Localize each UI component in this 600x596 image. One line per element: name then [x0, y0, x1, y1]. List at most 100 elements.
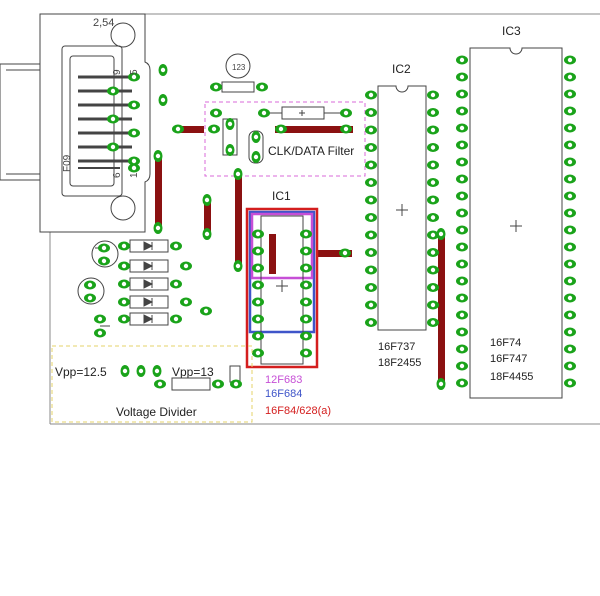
ic3-right-pin	[564, 344, 576, 354]
ic2-part-2: 18F2455	[378, 357, 421, 369]
ic3-right-pin	[564, 293, 576, 303]
ic3-chip	[469, 47, 563, 399]
ic2-left-pin	[365, 283, 377, 292]
ic2-left-pin	[365, 178, 377, 187]
ic3-left-pin	[456, 242, 468, 252]
ic3-right-pin	[564, 174, 576, 184]
filter-capacitor-2	[248, 130, 264, 164]
ic3-right-pin	[564, 361, 576, 371]
ic3-right-pin	[564, 89, 576, 99]
ic3-label: IC3	[502, 24, 521, 38]
ic3-left-pin	[456, 344, 468, 354]
ic2-left-pin	[365, 108, 377, 117]
ic1-outline-14pin	[248, 210, 316, 334]
divider-jumper-header	[120, 365, 242, 391]
ic3-left-pin	[456, 174, 468, 184]
regulator: 123	[210, 53, 268, 118]
electrolytic-cap-2	[77, 277, 105, 305]
jumper-traces	[155, 126, 445, 387]
ic2-right-pin	[427, 265, 439, 275]
ic3-left-pin	[456, 276, 468, 286]
ic1-variant-16f84: 16F84/628(a)	[265, 405, 331, 417]
ic3-left-pin	[456, 310, 468, 320]
vpp-12-5-label: Vpp=12.5	[55, 365, 107, 379]
ic3-left-pin	[456, 225, 468, 235]
ic2-left-pin	[365, 265, 377, 275]
voltage-divider-label: Voltage Divider	[116, 405, 197, 419]
voltage-divider-box	[51, 345, 253, 423]
ic3-right-pin	[564, 123, 576, 133]
ic2-right-pin	[427, 178, 439, 187]
diode-array	[129, 239, 169, 326]
ic2-right-pin	[427, 300, 439, 310]
ic3-right-pin	[564, 140, 576, 150]
ic2-left-pin	[365, 125, 377, 135]
ic1-label: IC1	[272, 189, 291, 203]
ic2-left-pin	[365, 90, 377, 100]
ic2-right-pin	[427, 283, 439, 292]
ic3-right-pin	[564, 259, 576, 269]
ic3-left-pin	[456, 208, 468, 218]
ic1-outline-8pin	[250, 212, 314, 280]
ic2-right-pin	[427, 125, 439, 135]
ic1-variant-16f684: 16F684	[265, 388, 302, 400]
ic2-left-pin	[365, 230, 377, 240]
ic3-left-pin	[456, 259, 468, 269]
ic3-left-pin	[456, 361, 468, 371]
ic3-right-pin	[564, 208, 576, 218]
ic3-right-pin	[564, 106, 576, 116]
ic2-left-pin	[365, 248, 377, 257]
ic2-right-pin	[427, 160, 439, 170]
ic3-right-pin	[564, 378, 576, 388]
ic3-right-pin	[564, 72, 576, 82]
vpp-13-label: Vpp=13	[172, 365, 214, 379]
ic3-right-pin	[564, 242, 576, 252]
ic3-right-pin	[564, 276, 576, 286]
ic2-chip	[377, 85, 427, 331]
ic3-left-pin	[456, 293, 468, 303]
ic2-right-pin	[427, 195, 439, 205]
ic3-left-pin	[456, 106, 468, 116]
db9-pins	[78, 72, 140, 173]
db9-connector	[0, 13, 151, 233]
ic2-right-pin	[427, 230, 439, 240]
ic2-left-pin	[365, 195, 377, 205]
ic3-right-pin	[564, 191, 576, 201]
ic3-left-pin	[456, 327, 468, 337]
ic3-right-pin	[564, 225, 576, 235]
ic1-body	[260, 215, 304, 365]
ic2-left-pin	[365, 318, 377, 327]
ic3-part-1: 16F74	[490, 337, 521, 349]
ic3-left-pin	[456, 123, 468, 133]
ic2-label: IC2	[392, 62, 411, 76]
pin5-label: 5	[129, 69, 140, 75]
filter-resistor	[258, 106, 352, 120]
ic3-left-pin	[456, 191, 468, 201]
ic2-left-pin	[365, 143, 377, 152]
ic3-left-pin	[456, 55, 468, 65]
filter-capacitor-1	[222, 118, 238, 156]
ic1-outline-18pin	[245, 207, 319, 369]
ic3-right-pin	[564, 55, 576, 65]
ic3-part-2: 16F747	[490, 353, 527, 365]
ic2-left-pin	[365, 213, 377, 222]
ic3-right-pin	[564, 327, 576, 337]
ic3-part-3: 18F4455	[490, 371, 533, 383]
ic2-right-pin	[427, 248, 439, 257]
ic3-left-pin	[456, 72, 468, 82]
ic2-part-1: 16F737	[378, 341, 415, 353]
ic1-variant-12f683: 12F683	[265, 374, 302, 386]
ic2-left-pin	[365, 300, 377, 310]
filter-label: CLK/DATA Filter	[268, 144, 354, 158]
ic2-left-pin	[365, 160, 377, 170]
svg-text:123: 123	[232, 63, 246, 72]
ic2-right-pin	[427, 318, 439, 327]
ic3-right-pin	[564, 157, 576, 167]
ic3-left-pin	[456, 157, 468, 167]
connector-code-label: F09	[62, 154, 73, 172]
electrolytic-cap-1	[91, 240, 119, 268]
pitch-label: 2,54	[93, 17, 114, 29]
pin1-label: 1	[129, 172, 140, 178]
ic3-left-pin	[456, 89, 468, 99]
